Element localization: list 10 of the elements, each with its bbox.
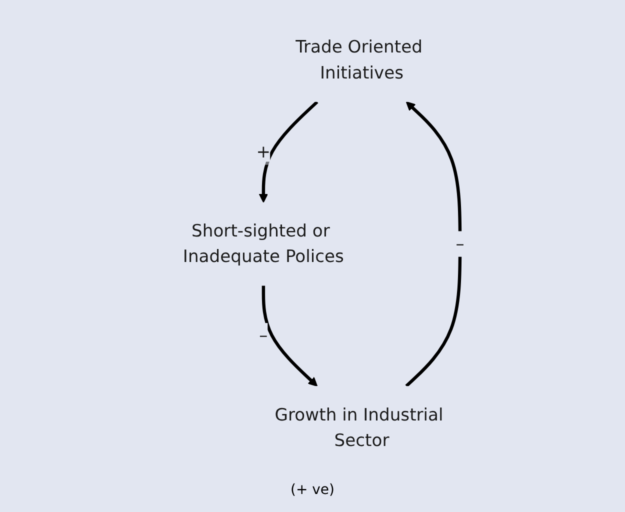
arrow: [262, 286, 318, 387]
edge-label: +: [256, 141, 271, 162]
edge-label: –: [456, 233, 464, 254]
arrow: [405, 101, 462, 388]
node-text: Short-sighted or Inadequate Polices: [182, 220, 344, 266]
loop-polarity-label: (+ ve): [290, 482, 334, 498]
node-text: Growth in Industrial Sector: [274, 404, 444, 450]
edge-label: –: [259, 325, 268, 346]
node-text: Trade Oriented Initiatives: [295, 36, 422, 83]
arrow: [258, 100, 318, 203]
